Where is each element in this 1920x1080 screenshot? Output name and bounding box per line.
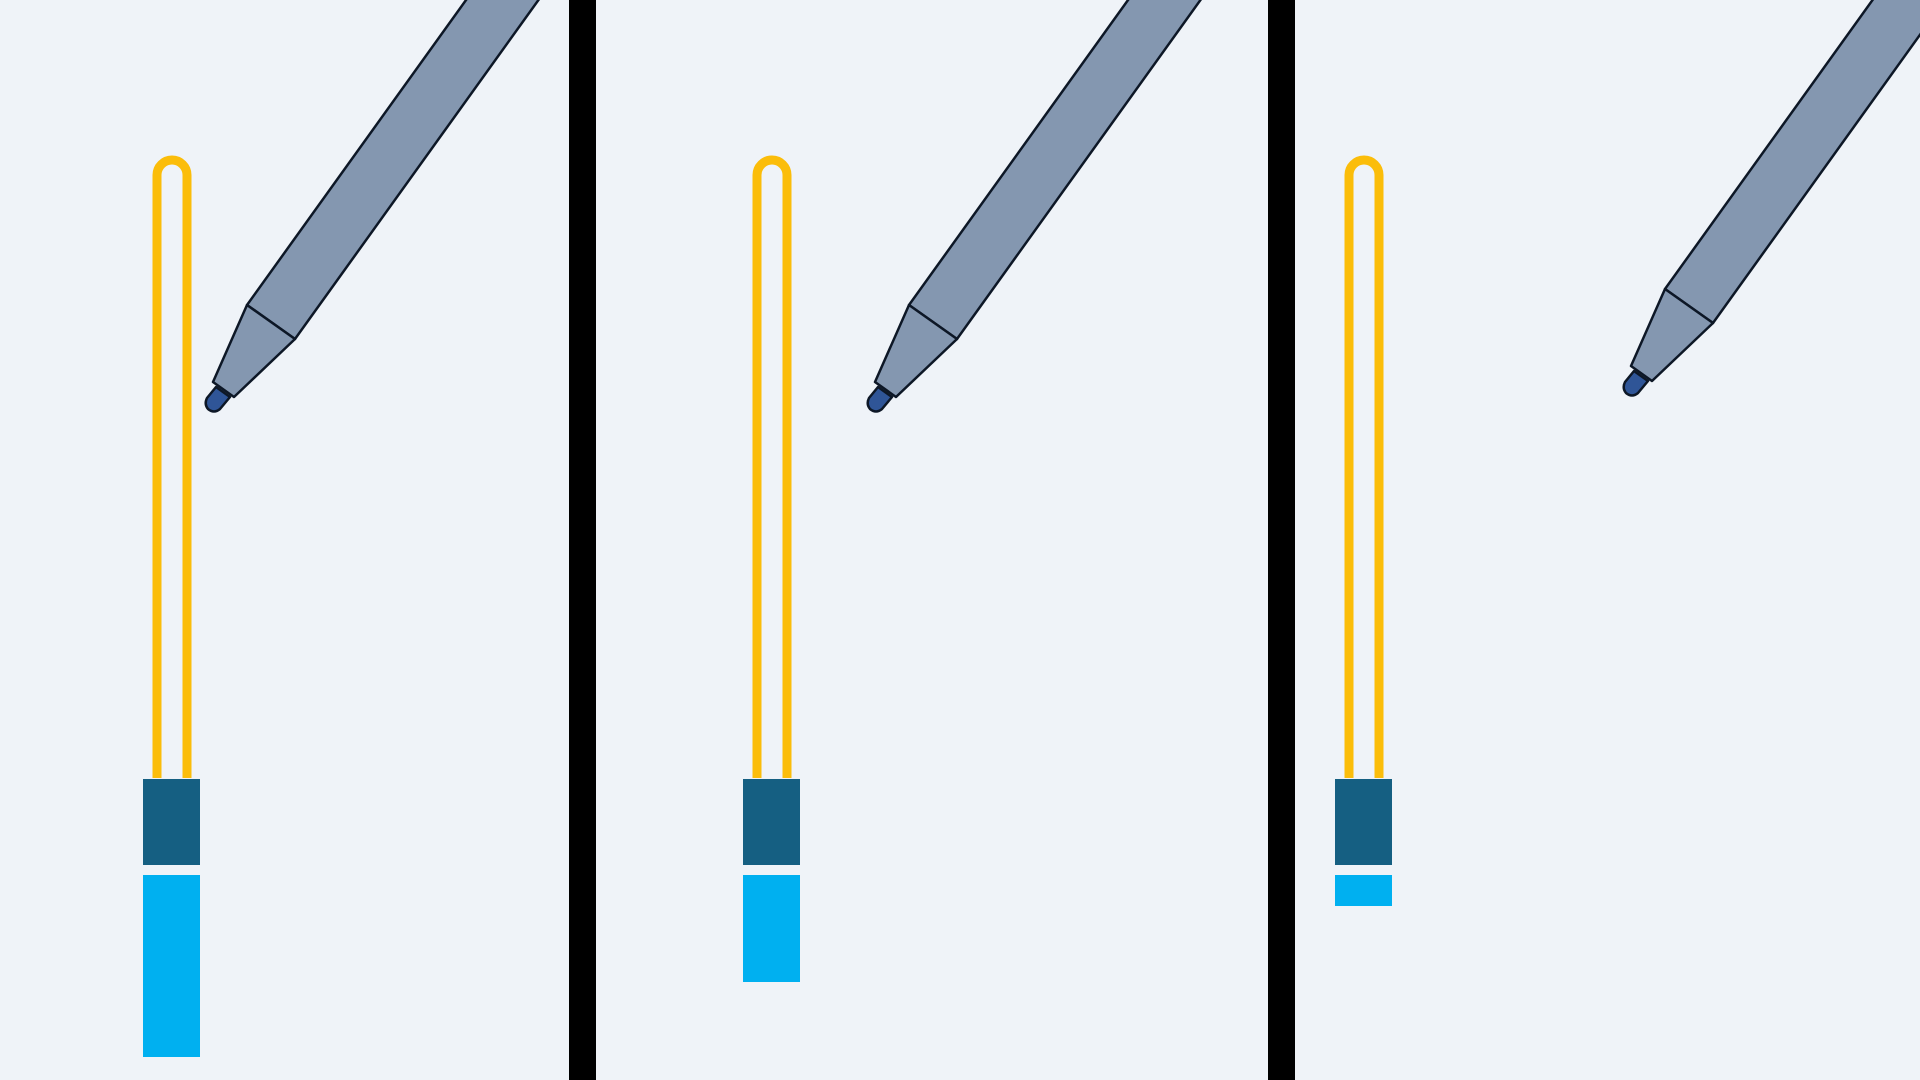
fiber-loop (1344, 155, 1384, 778)
fiber-loop (152, 155, 192, 778)
panel-2 (743, 0, 1202, 982)
pen-icon (866, 0, 1202, 413)
pen-tip (866, 385, 894, 413)
panel-divider (1268, 0, 1295, 1080)
pen-tip (1622, 369, 1650, 397)
panels-layer (143, 0, 1920, 1057)
connector-dark-block (143, 779, 200, 865)
pen-cone (211, 303, 297, 399)
connector-light-block (143, 875, 200, 1057)
dividers-layer (569, 0, 1295, 1080)
pen-tip (204, 385, 232, 413)
connector-light-block (743, 875, 800, 982)
pen-cone (873, 303, 959, 399)
panel-divider (569, 0, 596, 1080)
panel-1 (143, 0, 540, 1057)
pen-cone (1629, 287, 1715, 383)
connector-light-block (1335, 875, 1392, 906)
fiber-loop (752, 155, 792, 778)
panel-3 (1335, 0, 1920, 906)
pen-icon (204, 0, 540, 413)
pen-icon (1622, 0, 1920, 397)
connector-dark-block (1335, 779, 1392, 865)
connector-dark-block (743, 779, 800, 865)
